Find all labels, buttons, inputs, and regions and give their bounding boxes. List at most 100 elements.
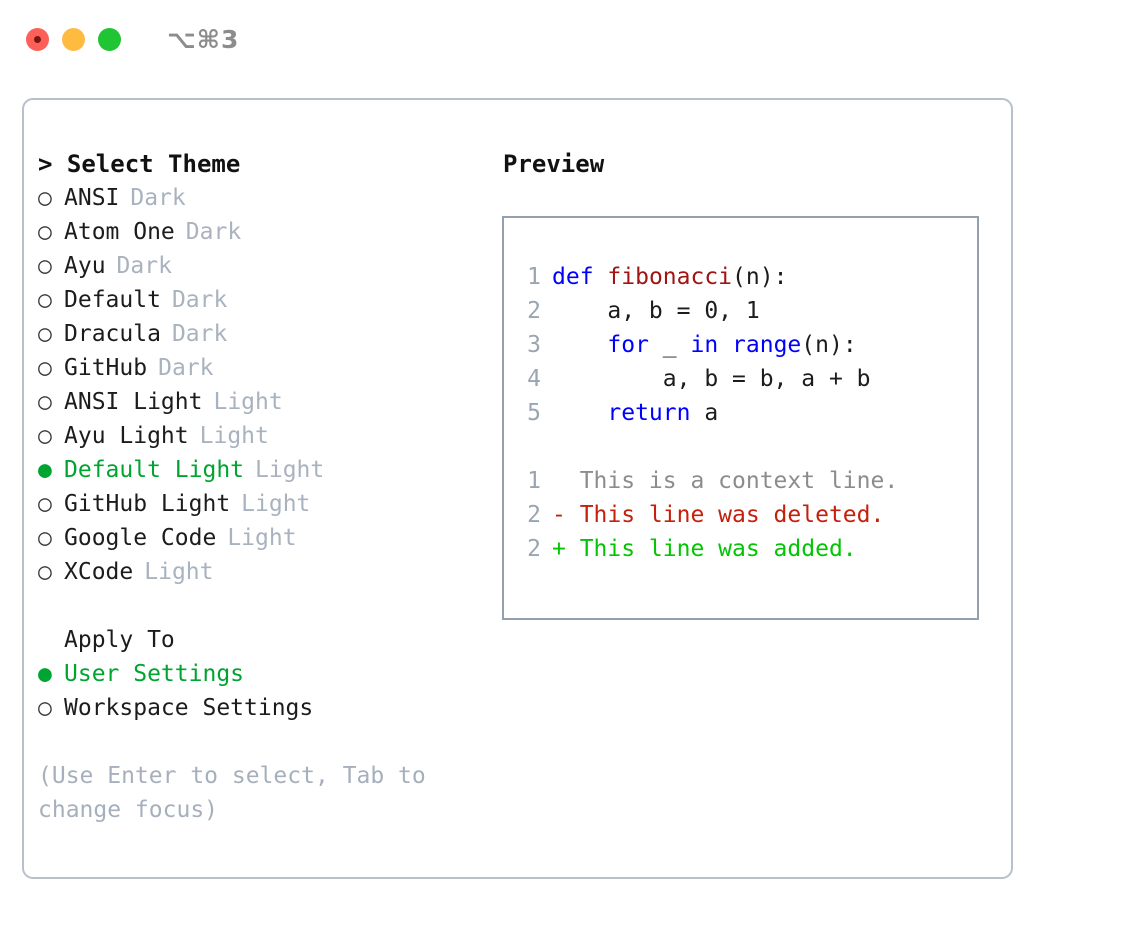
theme-option[interactable]: ○ Atom One Dark [38,215,502,249]
radio-unselected-icon: ○ [38,423,52,449]
apply-to-option-label: Workspace Settings [64,695,314,721]
radio-unselected-icon: ○ [38,253,52,279]
theme-variant-tag: Light [255,457,325,483]
section-spacer [38,589,502,623]
theme-option-label: GitHub [64,355,148,381]
radio-unselected-icon: ○ [38,185,52,211]
theme-option[interactable]: ○ ANSI Dark [38,181,502,215]
apply-to-option[interactable]: ● User Settings [38,657,502,691]
theme-option-label: Ayu Light [64,423,189,449]
code-token [552,400,607,426]
theme-variant-tag: Light [227,525,297,551]
code-text: return a [552,396,718,430]
theme-option-label: ANSI [64,185,120,211]
theme-option-label: Default [64,287,161,313]
minimize-button[interactable] [62,27,85,51]
radio-unselected-icon: ○ [38,321,52,347]
keyboard-hint-text: (Use Enter to select, Tab to change focu… [38,763,440,823]
code-diff-spacer [504,430,977,464]
code-token: for [607,332,649,358]
diff-sample: 1 This is a context line.2- This line wa… [504,464,977,566]
code-token: a, b = 0, 1 [552,298,760,324]
line-number: 2 [527,502,541,528]
diff-text-ctx: This is a context line. [552,468,899,494]
close-button[interactable] [26,27,49,51]
theme-variant-tag: Dark [130,185,186,211]
code-token: (n): [732,264,788,290]
traffic-light-buttons [26,27,121,51]
theme-variant-tag: Dark [185,219,242,245]
maximize-button[interactable] [98,27,121,51]
code-text: a, b = b, a + b [552,362,871,396]
title-bar: ⌥⌘3 [0,0,1140,78]
apply-to-option-list[interactable]: ● User Settings ○ Workspace Settings [38,657,502,725]
code-token: return [607,400,691,426]
code-text: for _ in range(n): [552,328,857,362]
code-line: 4 a, b = b, a + b [504,362,977,396]
code-token: def [552,264,594,290]
theme-variant-tag: Light [144,559,214,585]
code-line: 5 return a [504,396,977,430]
radio-unselected-icon: ○ [38,389,52,415]
theme-variant-tag: Dark [171,287,228,313]
line-number: 3 [527,332,541,358]
code-token [552,332,607,358]
apply-to-option-label: User Settings [64,661,245,687]
theme-option[interactable]: ○ GitHub Light Light [38,487,502,521]
radio-unselected-icon: ○ [38,559,52,585]
radio-unselected-icon: ○ [38,219,52,245]
theme-option-label: Ayu [64,253,106,279]
radio-unselected-icon: ○ [38,287,52,313]
radio-unselected-icon: ○ [38,695,52,721]
diff-line: 1 This is a context line. [504,464,977,498]
theme-option-label: Dracula [64,321,161,347]
keyboard-shortcut-label: ⌥⌘3 [167,24,240,54]
apply-to-heading: Apply To [64,627,175,653]
theme-option-label: GitHub Light [64,491,231,517]
theme-variant-tag: Light [241,491,311,517]
code-token: _ [648,332,691,358]
theme-variant-tag: Dark [171,321,228,347]
radio-unselected-icon: ○ [38,491,52,517]
theme-option-label: Default Light [64,457,245,483]
theme-option-label: Atom One [64,219,175,245]
line-number: 2 [527,536,541,562]
code-token: fibonacci [607,264,733,290]
code-token: (n): [801,332,857,358]
theme-variant-tag: Light [213,389,283,415]
diff-line: 2- This line was deleted. [504,498,977,532]
theme-variant-tag: Dark [158,355,214,381]
code-line: 1 def fibonacci(n): [504,260,977,294]
theme-option[interactable]: ○ Ayu Dark [38,249,502,283]
code-token: a [690,400,719,426]
code-token: range [732,332,802,358]
code-text: a, b = 0, 1 [552,294,760,328]
preview-heading: Preview [503,150,605,178]
line-number: 4 [527,366,541,392]
theme-option[interactable]: ○ Default Dark [38,283,502,317]
theme-option[interactable]: ○ Ayu Light Light [38,419,502,453]
theme-option[interactable]: ○ GitHub Dark [38,351,502,385]
theme-variant-tag: Light [199,423,269,449]
theme-option[interactable]: ○ Dracula Dark [38,317,502,351]
radio-unselected-icon: ○ [38,355,52,381]
code-token [594,264,608,290]
apply-to-option[interactable]: ○ Workspace Settings [38,691,502,725]
line-number: 1 [527,264,541,290]
code-text: def fibonacci(n): [552,260,787,294]
diff-line: 2+ This line was added. [504,532,977,566]
page-title: > Select Theme [38,150,241,178]
radio-selected-icon: ● [38,661,52,687]
theme-variant-tag: Dark [116,253,172,279]
